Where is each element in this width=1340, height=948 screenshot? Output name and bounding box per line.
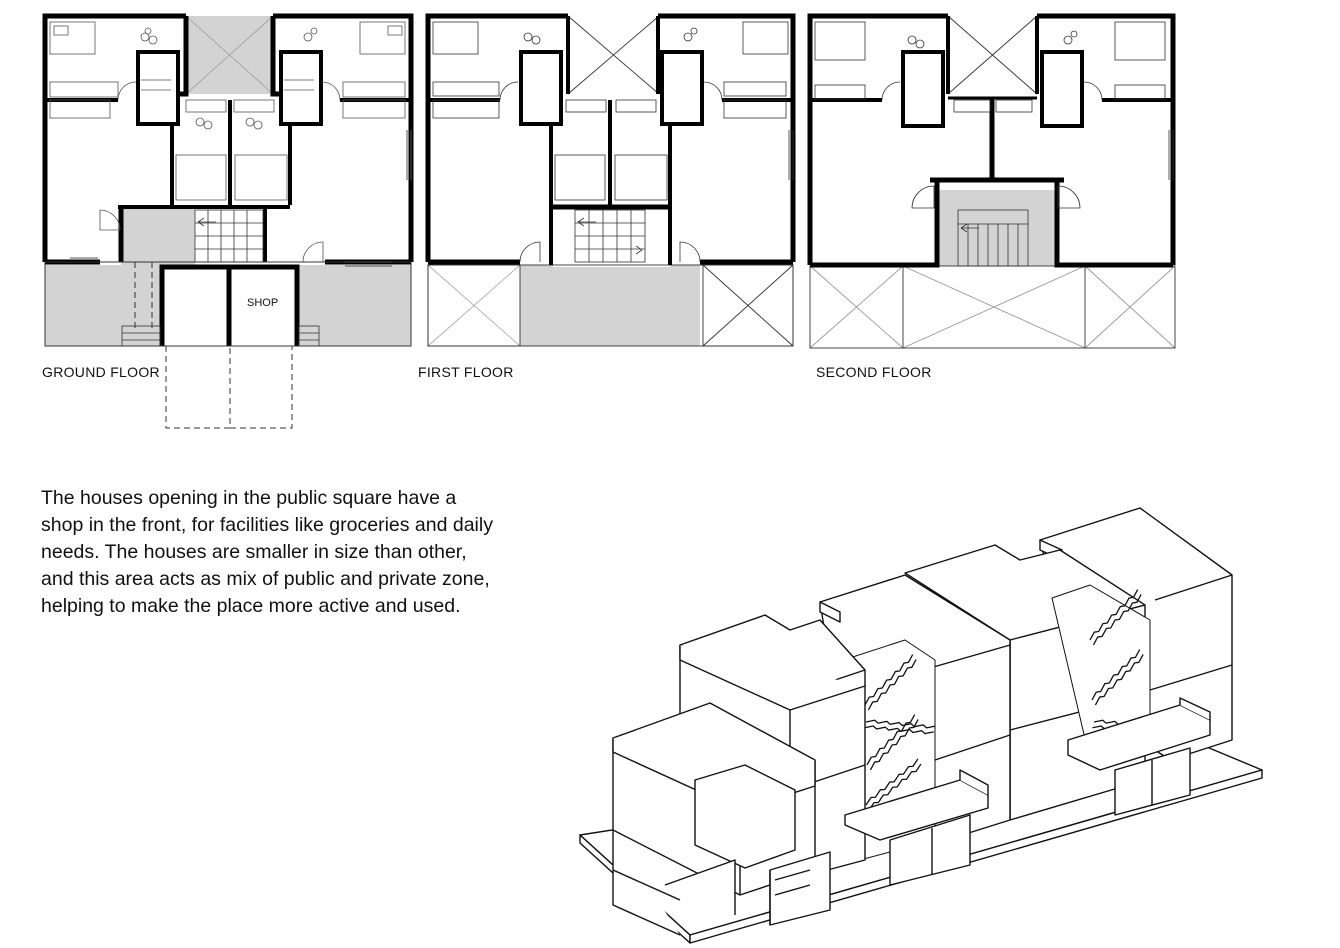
shop-label: SHOP xyxy=(247,297,279,309)
description-line: needs. The houses are smaller in size th… xyxy=(41,541,467,563)
second-floor-plan xyxy=(807,13,1176,349)
first-floor-label: FIRST FLOOR xyxy=(418,364,514,380)
axonometric-view xyxy=(579,507,1263,944)
description-line: and this area acts as mix of public and … xyxy=(41,568,490,590)
description-text: The houses opening in the public square … xyxy=(41,485,601,620)
description-line: The houses opening in the public square … xyxy=(41,487,457,509)
ground-floor-plan xyxy=(42,13,414,429)
description-line: shop in the front, for facilities like g… xyxy=(41,514,493,536)
first-floor-plan xyxy=(425,13,796,347)
ground-floor-label: GROUND FLOOR xyxy=(42,364,160,380)
second-floor-label: SECOND FLOOR xyxy=(816,364,932,380)
description-line: helping to make the place more active an… xyxy=(41,595,461,617)
